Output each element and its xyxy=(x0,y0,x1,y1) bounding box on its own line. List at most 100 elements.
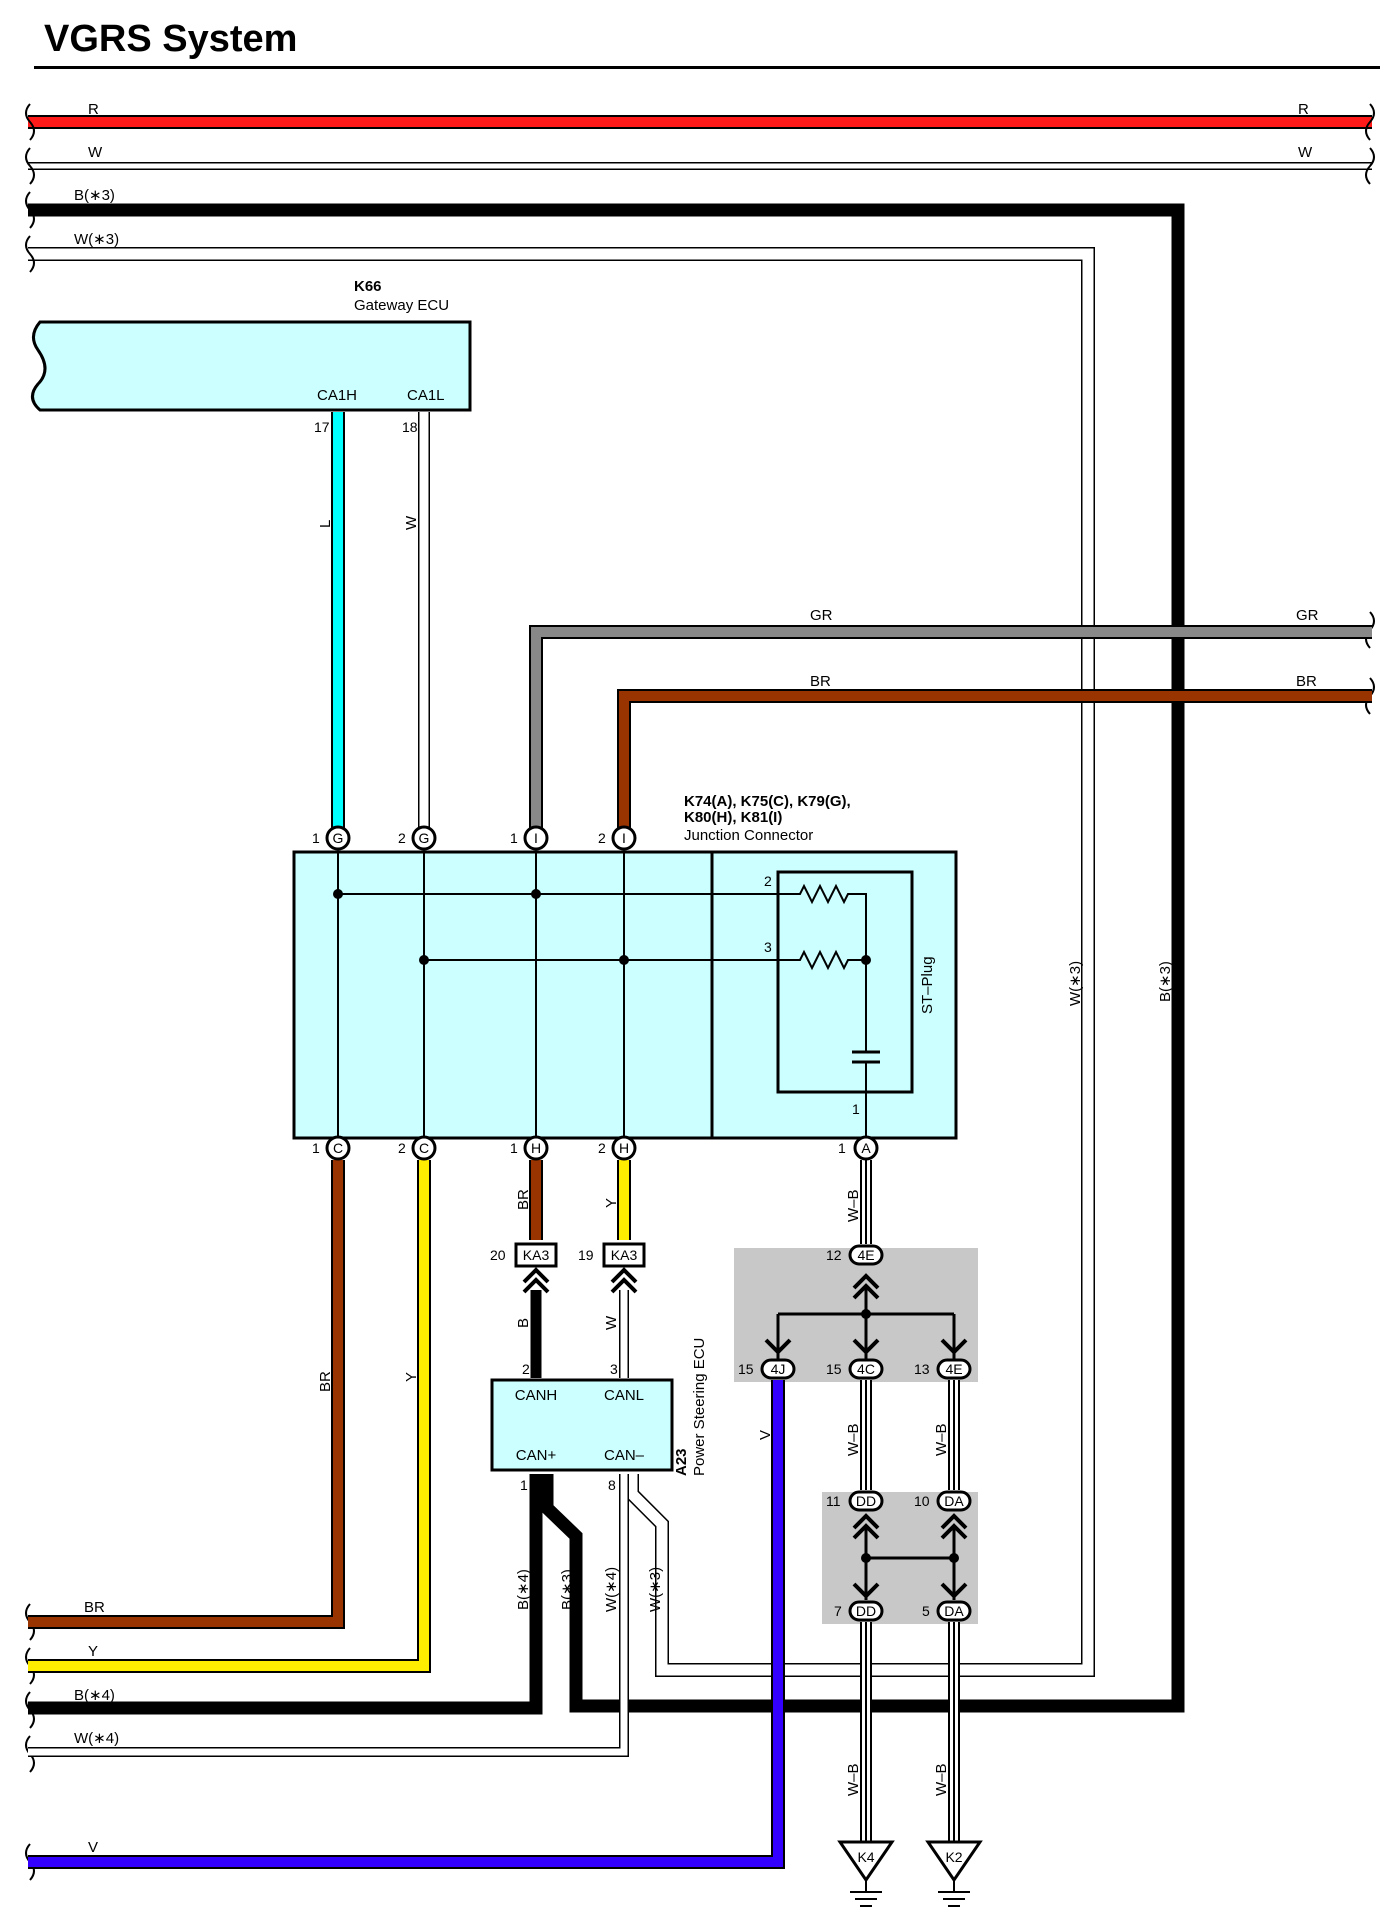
power-steering-ecu: CANH CANL CAN+ CAN– 2 3 1 8 A23 Power St… xyxy=(490,1338,708,1493)
pin-letter-g1: G xyxy=(333,830,344,846)
label-b-ka3: B xyxy=(515,1318,532,1328)
label-wb-4c: W–B xyxy=(845,1423,862,1456)
label-w-right: W xyxy=(1298,144,1313,161)
pin-letter-h2: H xyxy=(619,1140,629,1156)
jb-upper-connectors: 4E 12 4J 15 4C 15 4E 13 xyxy=(738,1244,972,1380)
label-br-h1: BR xyxy=(515,1189,532,1210)
ground-k4: K4 xyxy=(837,1840,895,1907)
stplug-pin-1: 1 xyxy=(852,1101,860,1117)
break-marks-right xyxy=(1365,103,1375,715)
gateway-pin-17: 17 xyxy=(314,419,330,435)
jb-code-da-top: DA xyxy=(944,1493,964,1509)
junction-top-pins: G 1 G 2 I 1 I 2 xyxy=(312,825,637,851)
label-wb-k4: W–B xyxy=(845,1763,862,1796)
wire-w3-top xyxy=(28,247,1095,1677)
jb-code-4e-bottom: 4E xyxy=(945,1361,962,1377)
label-w4-vert: W(∗4) xyxy=(603,1567,620,1612)
ground-k2-label: K2 xyxy=(945,1849,962,1865)
ka3-code-20: KA3 xyxy=(523,1247,550,1263)
label-b3-vert: B(∗3) xyxy=(1157,961,1174,1002)
pin-num-c2: 2 xyxy=(398,1140,406,1156)
pin-letter-h1: H xyxy=(531,1140,541,1156)
pin-letter-i2: I xyxy=(622,830,626,846)
pin-num-i2: 2 xyxy=(598,830,606,846)
label-w-ka3: W xyxy=(603,1315,620,1330)
ps-term-canh: CANH xyxy=(515,1387,558,1404)
break-marks-left xyxy=(25,103,35,1881)
jb-num-7: 7 xyxy=(834,1603,842,1619)
wire-br-c1 xyxy=(28,1160,345,1629)
jb-code-da-bottom: DA xyxy=(944,1603,964,1619)
ps-pin-1: 1 xyxy=(520,1477,528,1493)
wire-v xyxy=(28,1380,785,1869)
jb-num-11: 11 xyxy=(826,1493,841,1509)
ka3-num-20: 20 xyxy=(490,1247,506,1263)
wire-gr-fill xyxy=(531,627,1372,828)
stplug-pin-3: 3 xyxy=(764,939,772,955)
ground-k4-label: K4 xyxy=(857,1849,874,1865)
jb-upper-internals xyxy=(764,1273,968,1370)
label-w3-top: W(∗3) xyxy=(74,231,119,248)
gateway-ecu-name: Gateway ECU xyxy=(354,297,449,314)
page-title: VGRS System xyxy=(44,18,298,60)
stplug-label: ST–Plug xyxy=(919,956,936,1014)
label-wb-a1: W–B xyxy=(845,1189,862,1222)
junction-line1: K74(A), K75(C), K79(G), xyxy=(684,793,851,810)
label-w3-vert2: W(∗3) xyxy=(647,1567,664,1612)
gateway-pin-18: 18 xyxy=(402,419,418,435)
ps-pin-8: 8 xyxy=(608,1477,616,1493)
stplug-pin-2: 2 xyxy=(764,873,772,889)
label-y-bottom: Y xyxy=(88,1643,98,1660)
pin-letter-c1: C xyxy=(333,1140,343,1156)
pin-num-g2: 2 xyxy=(398,830,406,846)
label-b4-bottom: B(∗4) xyxy=(74,1687,115,1704)
label-y-h2: Y xyxy=(603,1198,620,1208)
ka3-code-19: KA3 xyxy=(611,1247,638,1263)
jb-num-12: 12 xyxy=(826,1247,842,1263)
junction-bottom-pins: C 1 C 2 H 1 H 2 A 1 xyxy=(312,1135,879,1161)
pin-letter-a1: A xyxy=(861,1140,871,1156)
gateway-ecu-box xyxy=(31,320,472,412)
jb-code-4c: 4C xyxy=(857,1361,875,1377)
ps-pin-2: 2 xyxy=(522,1361,530,1377)
label-b4-vert: B(∗4) xyxy=(515,1569,532,1610)
label-w3-vert: W(∗3) xyxy=(1067,961,1084,1006)
label-r-left: R xyxy=(88,101,99,118)
label-br-right: BR xyxy=(1296,673,1317,690)
pin-num-c1: 1 xyxy=(312,1140,320,1156)
label-br-c1: BR xyxy=(317,1371,334,1392)
wire-gr xyxy=(529,625,1372,828)
jb-code-4j: 4J xyxy=(771,1361,786,1377)
label-gr-mid: GR xyxy=(810,607,833,624)
jb-num-15a: 15 xyxy=(738,1361,754,1377)
gateway-ecu: K66 Gateway ECU CA1H CA1L 17 18 xyxy=(31,278,472,435)
wire-b4 xyxy=(28,1474,543,1715)
ps-ecu-name: Power Steering ECU xyxy=(691,1338,708,1476)
wire-y-c2-fill xyxy=(28,1160,429,1671)
label-w4-bottom: W(∗4) xyxy=(74,1730,119,1747)
pin-letter-g2: G xyxy=(419,830,430,846)
pin-num-h2: 2 xyxy=(598,1140,606,1156)
ground-k2: K2 xyxy=(925,1840,983,1907)
label-v-4j: V xyxy=(757,1430,774,1440)
wire-b3-top xyxy=(28,203,1185,1713)
label-b3-vert2: B(∗3) xyxy=(559,1569,576,1610)
label-gr-right: GR xyxy=(1296,607,1319,624)
label-y-c2: Y xyxy=(403,1372,420,1382)
label-wb-k2: W–B xyxy=(933,1763,950,1796)
gateway-ecu-id: K66 xyxy=(354,278,382,295)
wire-br xyxy=(617,689,1372,828)
jb-num-15b: 15 xyxy=(826,1361,842,1377)
pin-letter-c2: C xyxy=(419,1140,429,1156)
jb-code-dd-top: DD xyxy=(856,1493,876,1509)
label-b3-top: B(∗3) xyxy=(74,187,115,204)
label-br-bottom: BR xyxy=(84,1599,105,1616)
jb-lower-internals xyxy=(852,1513,968,1600)
wire-w4 xyxy=(28,1474,629,1757)
label-w-left: W xyxy=(88,144,103,161)
jb-num-5: 5 xyxy=(922,1603,930,1619)
gateway-term-ca1l: CA1L xyxy=(407,387,445,404)
junction-line2: K80(H), K81(I) xyxy=(684,809,782,826)
pin-letter-i1: I xyxy=(534,830,538,846)
